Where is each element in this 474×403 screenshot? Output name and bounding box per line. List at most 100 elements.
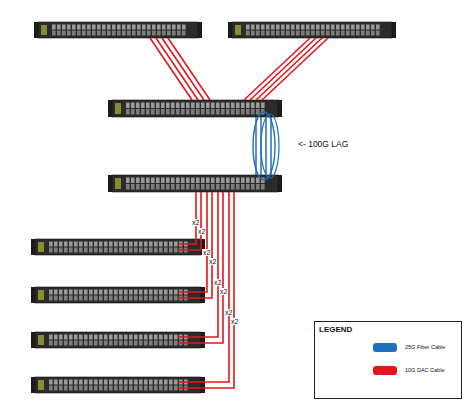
port [67,31,71,36]
port [141,184,145,190]
port [177,31,181,36]
port [154,380,158,385]
port [144,242,148,247]
port [156,109,160,115]
port [87,31,91,36]
port [371,31,375,36]
port [109,335,113,340]
port [346,31,350,36]
port [216,184,220,190]
port [89,296,93,301]
port [122,25,126,30]
port [366,25,370,30]
switch-chassis [31,377,205,393]
port [151,103,155,109]
port [79,386,83,391]
port [226,103,230,109]
port [64,380,68,385]
port [154,296,158,301]
port [119,296,123,301]
port [114,386,118,391]
port [296,31,300,36]
port [89,386,93,391]
port [376,25,380,30]
port [176,103,180,109]
port [266,25,270,30]
port [246,184,250,190]
port [89,341,93,346]
cable-count: x2 [191,219,200,226]
port [124,296,128,301]
port [99,248,103,253]
port [196,103,200,109]
port [82,31,86,36]
port [231,178,235,184]
port [174,290,178,295]
port [126,109,130,115]
port [211,184,215,190]
port [241,103,245,109]
port [134,296,138,301]
port [79,335,83,340]
port [241,184,245,190]
port [149,341,153,346]
port [49,341,53,346]
port [261,31,265,36]
port [201,178,205,184]
port [146,178,150,184]
port [164,290,168,295]
port [144,335,148,340]
port [356,25,360,30]
port [72,25,76,30]
port [326,25,330,30]
port [84,335,88,340]
port [321,31,325,36]
port [147,25,151,30]
port [211,178,215,184]
port [169,386,173,391]
port [129,248,133,253]
port [161,103,165,109]
port [186,103,190,109]
switch-body [112,100,278,117]
port [64,296,68,301]
port [142,31,146,36]
port [144,341,148,346]
port [114,296,118,301]
port [94,290,98,295]
port [169,248,173,253]
legend-swatch [373,366,397,375]
port [221,103,225,109]
port [311,25,315,30]
port [127,31,131,36]
port [134,335,138,340]
port [256,103,260,109]
status-panel [38,335,44,345]
port [54,296,58,301]
port [172,31,176,36]
port [94,248,98,253]
port [182,25,186,30]
port [129,242,133,247]
lag-ring [261,114,279,178]
port [89,242,93,247]
port [52,25,56,30]
port [169,380,173,385]
port [49,290,53,295]
port [62,31,66,36]
port [174,248,178,253]
port [149,296,153,301]
port [174,296,178,301]
port [159,341,163,346]
port [169,335,173,340]
port [114,335,118,340]
port [191,103,195,109]
port [129,296,133,301]
legend-text: 25G Fiber Cable [405,345,445,351]
port [154,242,158,247]
port [49,335,53,340]
port [126,103,130,109]
port [104,242,108,247]
port [134,242,138,247]
port [112,25,116,30]
